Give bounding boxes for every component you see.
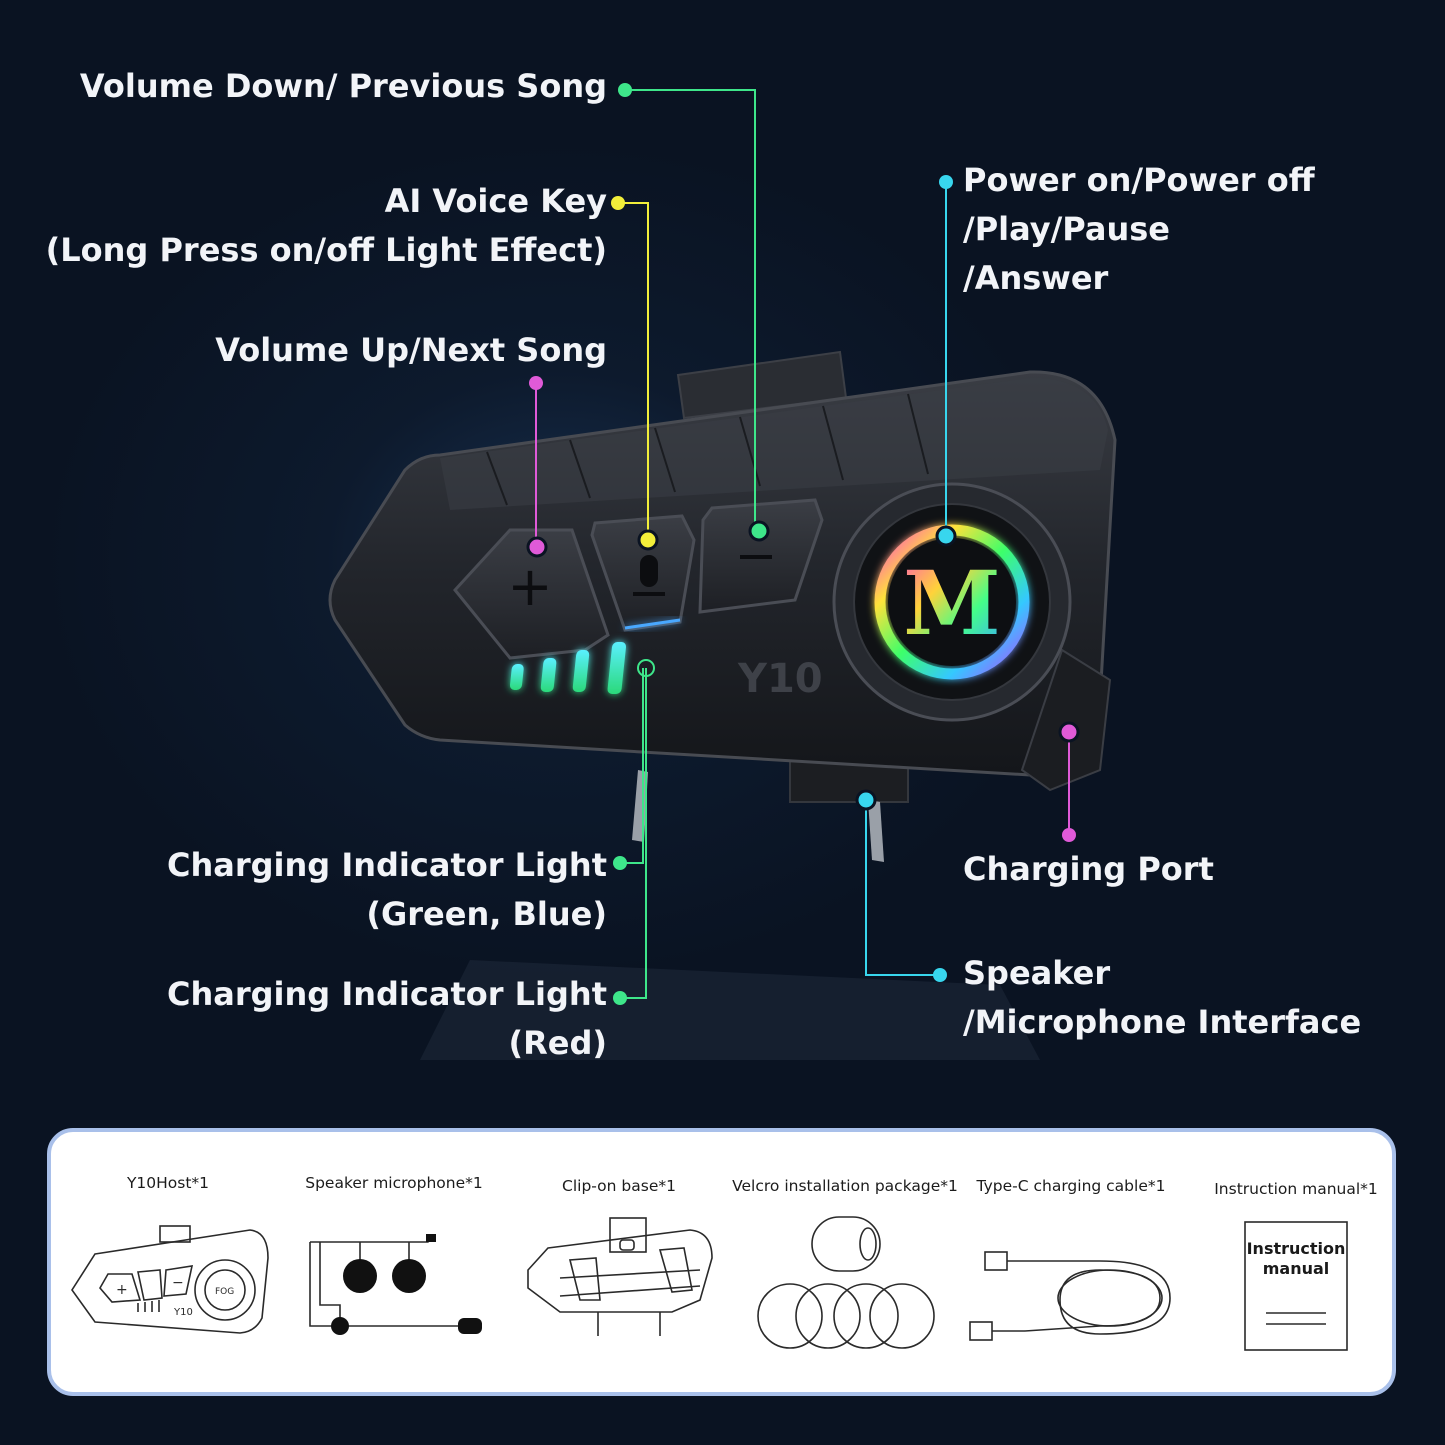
callout-ai-voice: AI Voice Key (Long Press on/off Light Ef… — [46, 177, 607, 275]
package-item-velcro: Velcro installation package*1 — [732, 1177, 958, 1195]
model-label: Y10 — [737, 656, 823, 702]
callout-power-line3: /Answer — [963, 259, 1109, 297]
microphone-icon — [633, 555, 665, 596]
callout-power-line1: Power on/Power off — [963, 161, 1315, 199]
callout-charging-port-text: Charging Port — [963, 850, 1214, 888]
callout-speaker-line2: /Microphone Interface — [963, 1003, 1362, 1041]
callout-charging-red: Charging Indicator Light (Red) — [167, 970, 607, 1068]
indicator-light-bars — [509, 642, 627, 694]
device-reflection — [420, 960, 1040, 1060]
plus-icon: + — [507, 555, 552, 618]
brand-logo-letter: M — [903, 551, 1000, 655]
callout-speaker-line1: Speaker — [963, 954, 1111, 992]
package-item-clip-base: Clip-on base*1 — [562, 1177, 676, 1195]
button-underglow — [624, 618, 681, 630]
manual-cover-line2: manual — [1262, 1259, 1330, 1278]
callout-volume-up-text: Volume Up/Next Song — [215, 331, 607, 369]
callout-speaker: Speaker /Microphone Interface — [963, 949, 1361, 1047]
callout-power-line2: /Play/Pause — [963, 210, 1170, 248]
volume-up-button[interactable] — [453, 528, 610, 660]
callout-volume-up: Volume Up/Next Song — [215, 326, 607, 375]
callout-charging-gb-line1: Charging Indicator Light — [166, 846, 607, 884]
minus-icon — [740, 555, 772, 559]
leader-volume-down — [625, 89, 756, 530]
callout-ai-voice-line1: AI Voice Key — [384, 182, 607, 220]
callout-ai-voice-line2: (Long Press on/off Light Effect) — [45, 231, 607, 269]
callout-charging-green-blue: Charging Indicator Light (Green, Blue) — [167, 841, 607, 939]
callout-charging-red-line2: (Red) — [508, 1024, 608, 1062]
callout-volume-down-text: Volume Down/ Previous Song — [79, 67, 607, 105]
callout-charging-gb-line2: (Green, Blue) — [366, 895, 607, 933]
leader-ai-voice — [618, 202, 649, 540]
leader-speaker — [865, 800, 940, 976]
package-item-cable: Type-C charging cable*1 — [976, 1177, 1166, 1195]
power-button[interactable]: M — [832, 482, 1072, 722]
callout-volume-down: Volume Down/ Previous Song — [80, 62, 607, 111]
leader-dots — [526, 83, 1080, 1005]
callout-power: Power on/Power off /Play/Pause /Answer — [963, 156, 1315, 303]
package-item-manual: Instruction manual*1 — [1214, 1180, 1378, 1198]
leader-charging-green — [620, 668, 644, 864]
callout-charging-red-line1: Charging Indicator Light — [166, 975, 607, 1013]
manual-cover-line1: Instruction — [1246, 1239, 1346, 1258]
side-port-cap — [1020, 648, 1112, 792]
top-segment-lines — [486, 393, 929, 506]
package-item-host: Y10Host*1 — [126, 1174, 210, 1192]
manual-cover-title: Instruction manual — [1246, 1239, 1346, 1279]
leader-charging-red — [620, 668, 647, 999]
clip-pin-right — [868, 800, 884, 862]
package-item-speaker-mic: Speaker microphone*1 — [305, 1174, 483, 1192]
package-contents-panel — [47, 1128, 1396, 1396]
body-top-edge — [440, 377, 1108, 510]
callout-charging-port: Charging Port — [963, 845, 1214, 894]
